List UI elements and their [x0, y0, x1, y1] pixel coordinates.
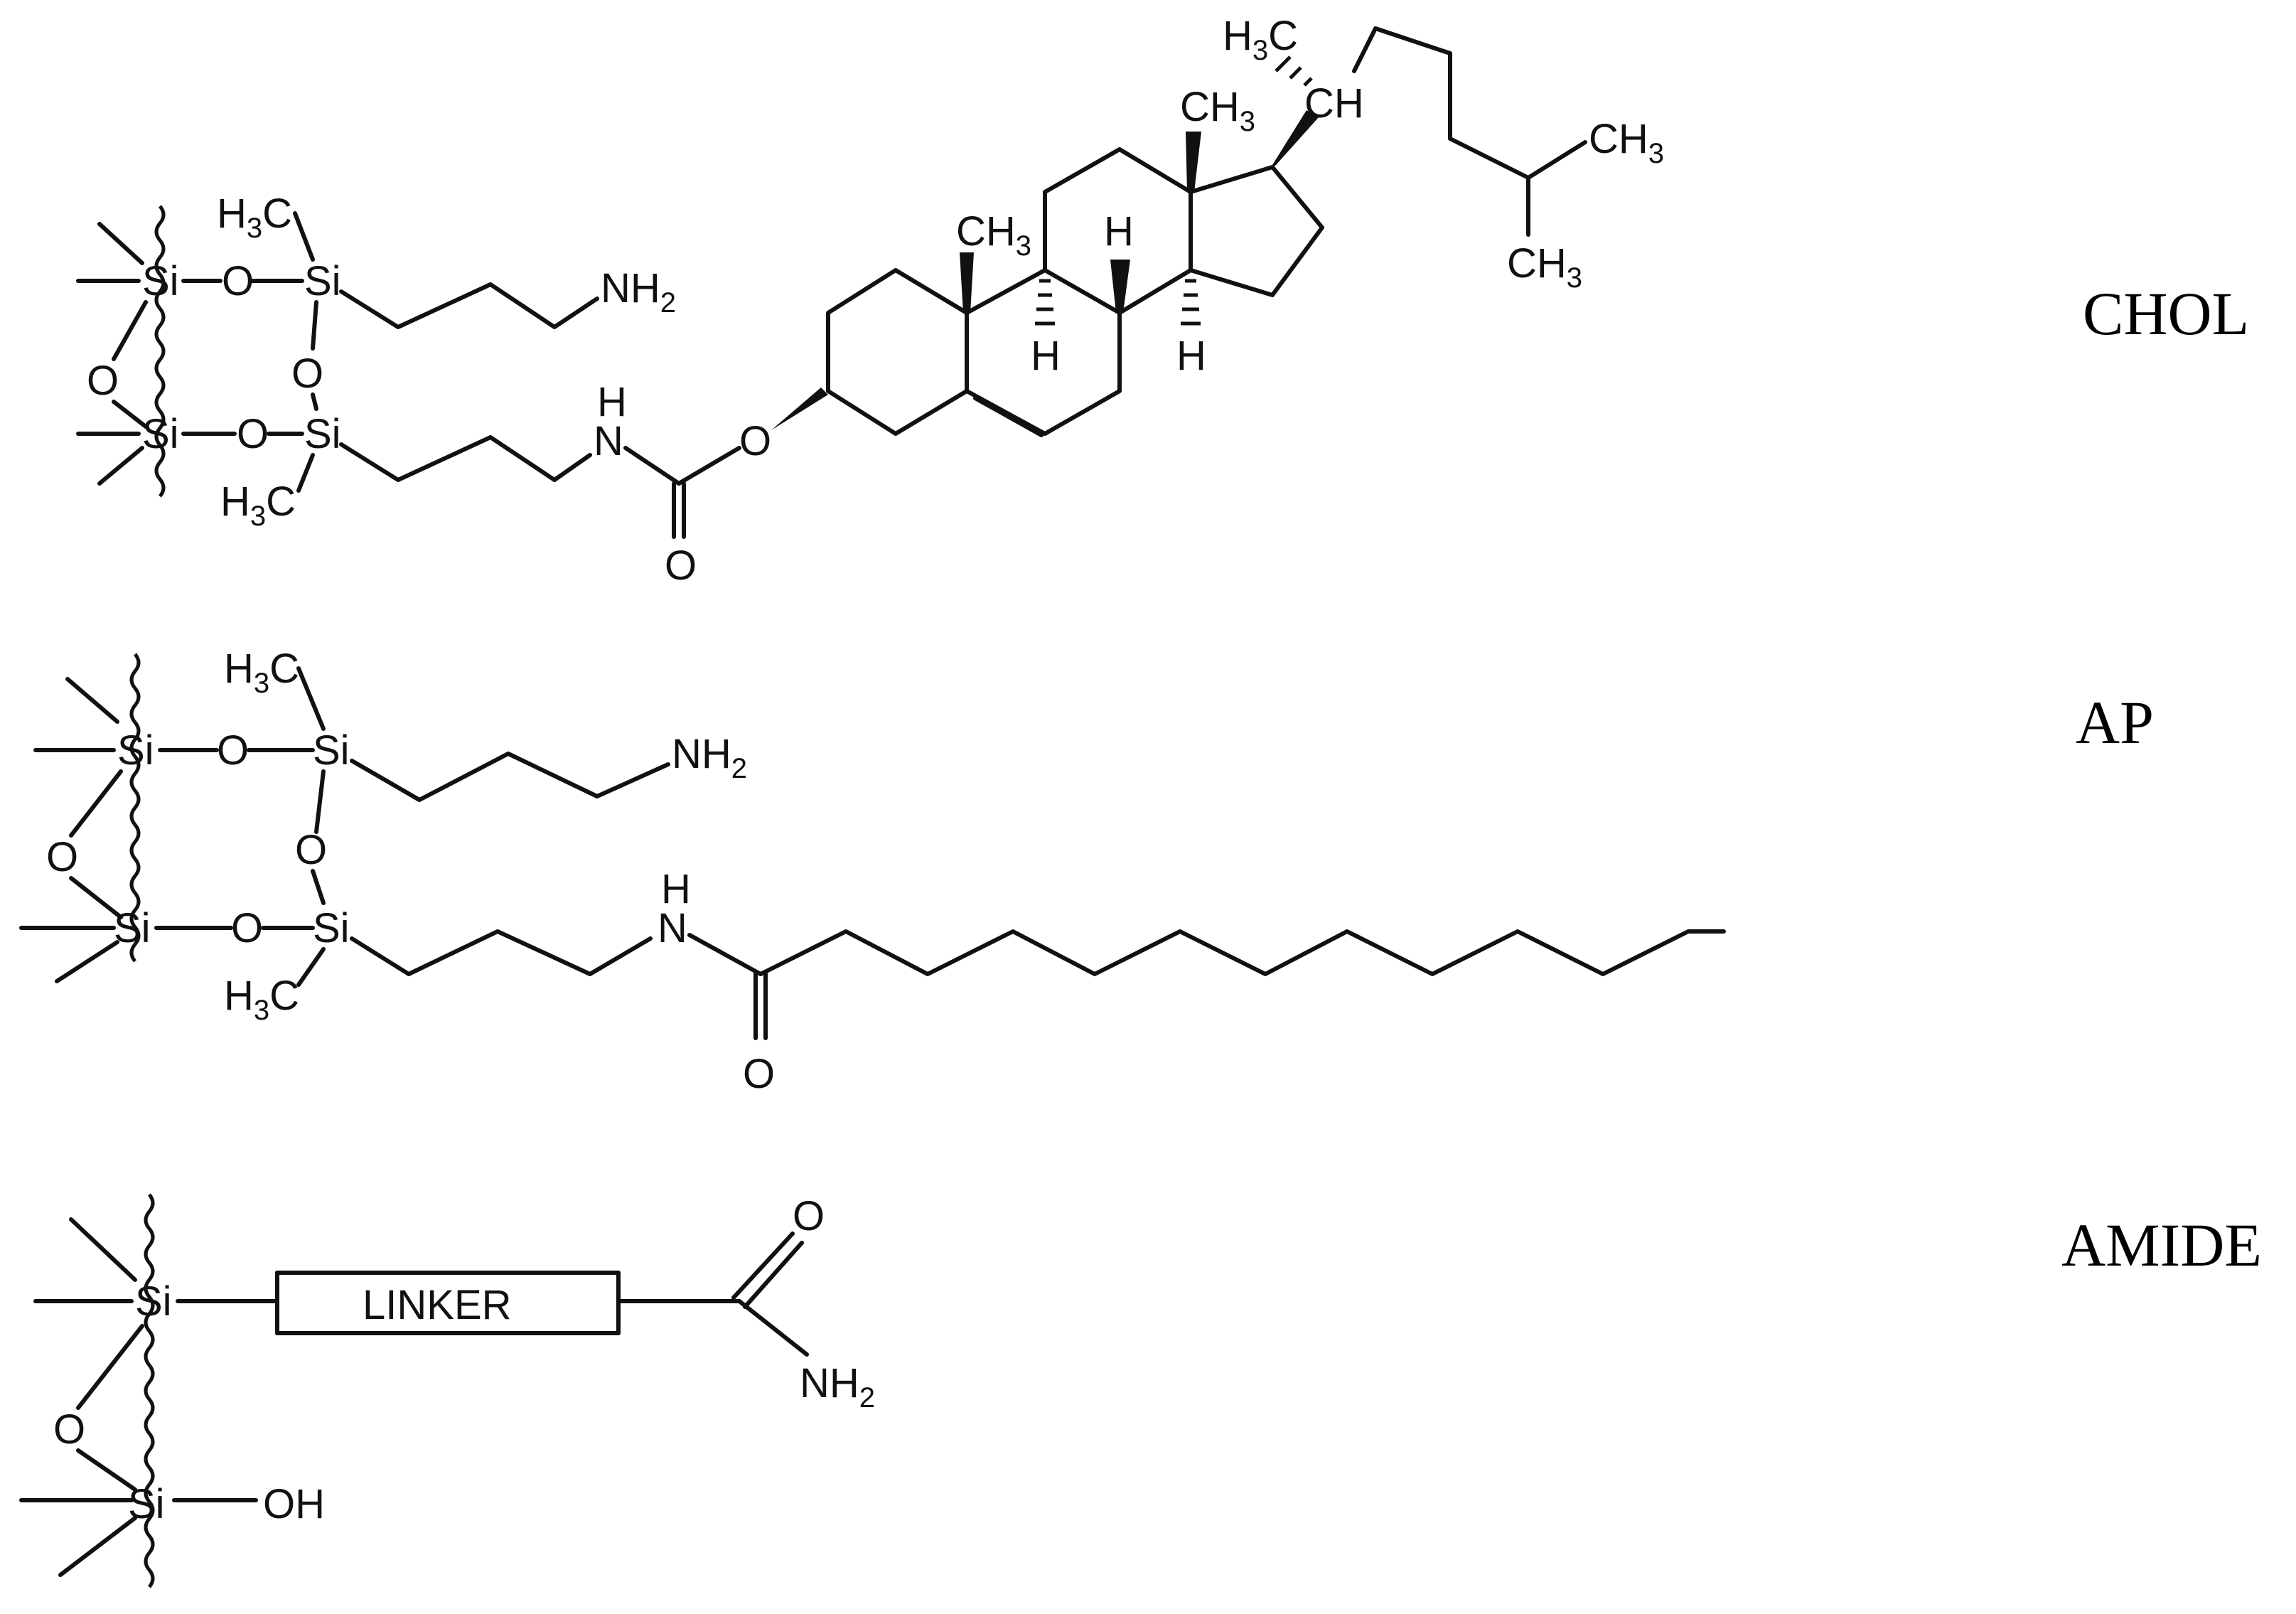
si-atom: Si — [117, 727, 154, 774]
o-atom: O — [295, 827, 327, 873]
surface-wavy-line — [144, 1193, 155, 1588]
label-amide: AMIDE — [2061, 1211, 2262, 1279]
h3c-label: H3C — [1223, 13, 1298, 66]
o-atom: O — [222, 258, 254, 304]
si-atom: Si — [304, 411, 341, 457]
chol-structure: Si Si O O Si O Si O H3C H3C NH2 N H — [76, 13, 1664, 589]
wedge-bond — [771, 388, 828, 430]
nh2-group: NH2 — [601, 265, 676, 319]
label-ap: AP — [2076, 688, 2154, 757]
label-chol: CHOL — [2083, 279, 2249, 348]
o-atom: O — [291, 351, 323, 397]
h3c-label: H3C — [220, 479, 296, 532]
surface-wavy-line — [154, 205, 166, 498]
oh-group: OH — [263, 1481, 325, 1527]
h-atom: H — [597, 379, 627, 425]
hash-bond — [1181, 279, 1201, 326]
amide-structure: Si Si O LINKER O NH2 OH — [19, 1193, 875, 1588]
si-atom: Si — [313, 727, 350, 774]
wedge-bond — [1186, 132, 1201, 192]
o-atom: O — [739, 418, 771, 464]
o-atom: O — [46, 834, 78, 880]
o-atom: O — [231, 905, 263, 951]
ch-group: CH — [1304, 80, 1364, 127]
si-atom: Si — [142, 258, 179, 304]
n-atom: N — [658, 905, 687, 951]
nh2-group: NH2 — [672, 731, 747, 784]
o-atom: O — [665, 543, 697, 589]
si-atom: Si — [304, 258, 341, 304]
ch3-group: CH3 — [1180, 84, 1255, 137]
o-atom: O — [237, 411, 269, 457]
n-atom: N — [594, 418, 623, 464]
o-atom: O — [743, 1051, 775, 1097]
surface-wavy-line — [129, 653, 141, 963]
h3c-label: H3C — [217, 191, 292, 244]
si-atom: Si — [114, 905, 151, 951]
o-atom: O — [793, 1193, 825, 1239]
ch3-group: CH3 — [1589, 116, 1664, 169]
hash-bond — [1275, 55, 1313, 87]
h-atom: H — [1104, 208, 1134, 255]
h-atom: H — [661, 866, 691, 912]
h3c-label: H3C — [224, 646, 299, 699]
ap-structure: Si Si O O Si O Si O H3C H3C NH2 N H O — [19, 646, 1726, 1097]
o-atom: O — [217, 727, 249, 774]
wedge-bond — [1269, 110, 1319, 171]
o-atom: O — [87, 358, 119, 404]
ch3-group: CH3 — [956, 208, 1031, 262]
si-atom: Si — [135, 1278, 172, 1325]
h3c-label: H3C — [224, 973, 299, 1026]
wedge-bond — [960, 252, 974, 313]
nh2-group: NH2 — [800, 1360, 875, 1413]
wedge-bond — [1110, 260, 1130, 313]
hash-bond — [1035, 279, 1055, 326]
ch3-group: CH3 — [1507, 240, 1582, 294]
si-atom: Si — [142, 411, 179, 457]
h-atom: H — [1031, 333, 1061, 379]
si-atom: Si — [313, 905, 350, 951]
h-atom: H — [1176, 333, 1206, 379]
o-atom: O — [53, 1406, 85, 1453]
linker-label: LINKER — [363, 1282, 512, 1328]
